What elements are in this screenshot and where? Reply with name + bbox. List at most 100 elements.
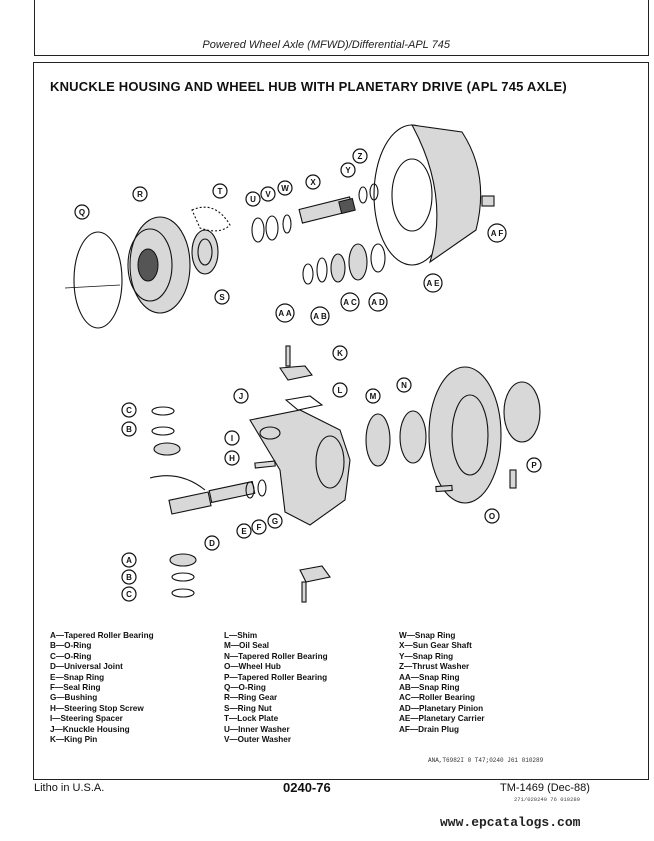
callout-label: A A: [278, 309, 291, 318]
snap-ring-w: [282, 214, 292, 234]
snap-ring-aa: [302, 263, 314, 285]
callout-label: I: [231, 434, 233, 443]
universal-joint-d: [149, 475, 256, 515]
callout-q: Q: [74, 204, 90, 220]
callout-label: X: [310, 178, 316, 187]
snap-ring-e: [245, 481, 255, 499]
callout-label: K: [337, 349, 343, 358]
callout-label: D: [209, 539, 215, 548]
legend-item: H—Steering Stop Screw: [50, 703, 144, 713]
legend-item: O—Wheel Hub: [224, 662, 281, 672]
figure-panel: [33, 62, 649, 780]
sun-gear-shaft-x: [298, 196, 356, 224]
callout-ae: A E: [423, 273, 443, 293]
callout-a: A: [121, 552, 137, 568]
callout-label: O: [489, 512, 495, 521]
callout-label: C: [126, 590, 132, 599]
callout-label: C: [126, 406, 132, 415]
callout-label: W: [281, 184, 289, 193]
callout-label: Z: [358, 152, 363, 161]
legend-item: L—Shim: [224, 631, 258, 640]
callout-m: M: [365, 388, 381, 404]
outer-washer-v: [265, 215, 279, 241]
legend-item: Q—O-Ring: [224, 683, 266, 693]
callout-label: P: [531, 461, 537, 470]
legend-item: T—Lock Plate: [224, 714, 279, 724]
legend-item: D—Universal Joint: [50, 662, 123, 672]
callout-j: J: [233, 388, 249, 404]
callout-ad: A D: [368, 292, 388, 312]
legend-item: W—Snap Ring: [399, 631, 456, 640]
legend-item: Z—Thrust Washer: [399, 662, 470, 672]
callout-label: A E: [426, 279, 440, 288]
legend-item: U—Inner Washer: [224, 724, 290, 734]
o-ring-b-top: [151, 426, 175, 436]
bearing-n: [399, 410, 427, 464]
knuckle-housing-j: [249, 409, 351, 526]
o-ring-q: [73, 231, 123, 329]
legend-item: B—O-Ring: [50, 641, 92, 651]
lower-king-pin: [299, 565, 331, 603]
callout-label: Y: [345, 166, 351, 175]
callout-label: G: [272, 517, 278, 526]
callout-aa: A A: [275, 303, 295, 323]
wheel-hub-o: [428, 366, 502, 504]
legend-item: E—Snap Ring: [50, 672, 105, 682]
legend-item: F—Seal Ring: [50, 683, 101, 693]
callout-n: N: [396, 377, 412, 393]
figure-title: KNUCKLE HOUSING AND WHEEL HUB WITH PLANE…: [50, 79, 567, 94]
callout-label: M: [370, 392, 377, 401]
legend-column-3: W—Snap Ring X—Sun Gear Shaft Y—Snap Ring…: [399, 631, 485, 735]
drain-plug-af: [481, 195, 495, 207]
callout-label: J: [239, 392, 243, 401]
legend-item: AB—Snap Ring: [399, 683, 460, 693]
legend-item: V—Outer Washer: [224, 735, 292, 745]
oil-seal-m: [365, 413, 391, 467]
callout-label: S: [219, 293, 225, 302]
callout-g: G: [267, 513, 283, 529]
o-ring-c-bottom: [171, 588, 195, 598]
callout-p: P: [526, 457, 542, 473]
legend-item: R—Ring Gear: [224, 693, 278, 703]
snap-ring-ab: [316, 257, 328, 283]
shim-l: [284, 395, 324, 411]
section-header: Powered Wheel Axle (MFWD)/Differential-A…: [202, 39, 450, 51]
callout-s: S: [214, 289, 230, 305]
legend-column-1: A—Tapered Roller Bearing B—O-Ring C—O-Ri…: [50, 631, 154, 745]
callout-b: B: [121, 569, 137, 585]
figure-ref-code: ANA,T6982I 0 T47;0240 J61 010289: [428, 757, 544, 764]
legend-item: M—Oil Seal: [224, 641, 270, 651]
callout-t: T: [212, 183, 228, 199]
callout-c: C: [121, 586, 137, 602]
legend-item: AE—Planetary Carrier: [399, 714, 485, 724]
legend-item: AC—Roller Bearing: [399, 693, 475, 703]
callout-label: R: [137, 190, 143, 199]
steering-stop-screw-h: [254, 460, 276, 469]
callout-label: T: [218, 187, 223, 196]
callout-label: A F: [491, 229, 504, 238]
planetary-carrier-ae: [373, 124, 482, 266]
header-box: [34, 0, 649, 56]
callout-h: H: [224, 450, 240, 466]
snap-ring-y: [358, 186, 368, 204]
legend-item: P—Tapered Roller Bearing: [224, 672, 328, 682]
callout-w: W: [277, 180, 293, 196]
watermark: www.epcatalogs.com: [440, 815, 581, 830]
callout-ac: A C: [340, 292, 360, 312]
legend-item: J—Knuckle Housing: [50, 724, 130, 734]
footer-litho: Litho in U.S.A.: [34, 782, 105, 794]
inner-washer-u: [251, 217, 265, 243]
callout-label: E: [241, 527, 247, 536]
footer-code: 271/020240 76 010289: [514, 796, 581, 803]
legend-item: AA—Snap Ring: [399, 672, 460, 682]
callout-ab: A B: [310, 306, 330, 326]
page-number: 0240-76: [283, 780, 331, 795]
callout-v: V: [260, 186, 276, 202]
bearing-a-top: [153, 442, 181, 456]
bearing-a-bottom: [169, 553, 197, 567]
callout-z: Z: [352, 148, 368, 164]
legend-item: G—Bushing: [50, 693, 98, 703]
legend-item: X—Sun Gear Shaft: [399, 641, 472, 651]
wheel-stud: [435, 484, 453, 493]
